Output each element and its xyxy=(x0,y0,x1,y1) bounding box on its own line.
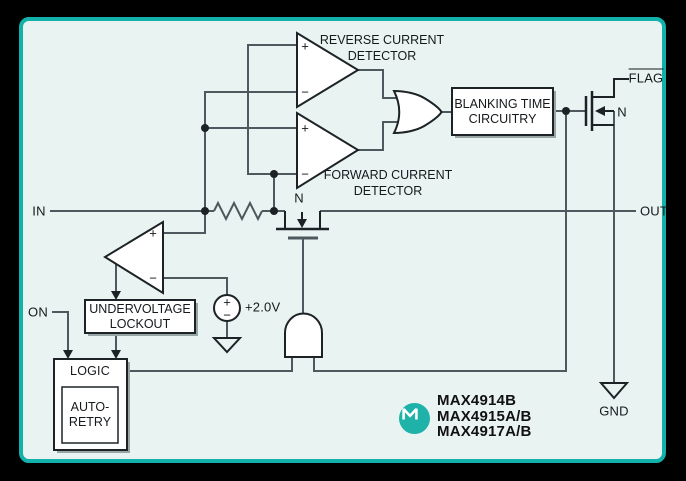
wire-right-sense-net xyxy=(247,44,297,175)
blanking-line1: BLANKING TIME xyxy=(454,96,551,111)
flag-mosfet xyxy=(584,78,629,131)
comp-to-uvlo-arrow xyxy=(111,291,121,300)
boxes xyxy=(53,87,554,451)
forward-detector-caption: FORWARD CURRENT DETECTOR xyxy=(318,168,458,199)
blanking-line2: CIRCUITRY xyxy=(468,111,537,126)
wire-forward-out xyxy=(358,121,400,151)
on-terminal-label: ON xyxy=(28,304,48,320)
vref-source xyxy=(213,294,241,322)
vref-value-label: +2.0V xyxy=(245,299,281,315)
gnd-label: GND xyxy=(599,403,629,419)
reverse-plus-sign: + xyxy=(301,38,309,54)
junction-dot xyxy=(201,207,209,215)
uvlo-line1: UNDERVOLTAGE xyxy=(89,301,191,316)
part-number-3: MAX4917A/B xyxy=(437,423,532,440)
uvlo-plus-sign: + xyxy=(149,225,157,241)
wire-left-sense-net xyxy=(163,91,297,234)
reverse-detector-line1: REVERSE CURRENT xyxy=(319,33,445,47)
in-terminal-label: IN xyxy=(32,203,46,219)
wire-logic-to-and xyxy=(127,357,293,372)
pass-fet-body-arrow xyxy=(297,219,307,228)
junction-dot xyxy=(270,170,278,178)
forward-detector-line2: DETECTOR xyxy=(353,183,423,198)
junctions xyxy=(201,107,570,215)
part-number-1: MAX4914B xyxy=(437,392,517,409)
wire-reverse-out xyxy=(358,69,400,99)
wire-uvlo-minus xyxy=(163,277,228,296)
out-terminal-label: OUT xyxy=(639,203,669,219)
flag-fet-drain xyxy=(592,78,629,98)
arrowheads xyxy=(63,291,121,359)
gnd-symbol xyxy=(598,382,630,400)
reverse-detector-caption: REVERSE CURRENT DETECTOR xyxy=(312,33,452,64)
part-number-2: MAX4915A/B xyxy=(437,407,532,425)
vref-plus-sign: + xyxy=(223,294,231,310)
pass-mosfet xyxy=(276,211,329,240)
and-gate xyxy=(284,312,323,358)
maxim-logo xyxy=(399,403,430,434)
auto-retry-box xyxy=(61,386,119,444)
wire-on xyxy=(52,311,69,351)
uvlo-box-text: UNDERVOLTAGE LOCKOUT xyxy=(85,300,195,333)
auto-retry-line2: RETRY xyxy=(68,415,112,429)
forward-detector-line1: FORWARD CURRENT xyxy=(323,168,453,182)
maxim-logo-m-icon xyxy=(402,408,418,420)
junction-dot xyxy=(270,207,278,215)
forward-plus-sign: + xyxy=(301,120,309,136)
forward-comparator xyxy=(296,111,360,190)
vref-minus-sign: − xyxy=(223,307,231,323)
pass-fet-n-label: N xyxy=(294,190,304,206)
vref-ground-symbol xyxy=(211,337,243,354)
flag-fet-body-arrow xyxy=(595,106,605,116)
reverse-comparator xyxy=(296,31,360,109)
auto-retry-line1: AUTO- xyxy=(70,400,110,414)
logic-box-title: LOGIC xyxy=(70,364,110,378)
forward-minus-sign: − xyxy=(301,166,309,182)
uvlo-box xyxy=(84,299,196,334)
reverse-minus-sign: − xyxy=(301,84,309,100)
uvlo-comparator xyxy=(103,220,164,295)
uvlo-line2: LOCKOUT xyxy=(109,316,171,331)
junction-dot xyxy=(562,107,570,115)
grounds xyxy=(211,337,630,400)
reverse-detector-line2: DETECTOR xyxy=(347,48,417,63)
junction-dot xyxy=(201,124,209,132)
blanking-box xyxy=(451,87,554,136)
sense-resistor xyxy=(213,200,263,222)
flag-fet-n-label: N xyxy=(617,104,627,120)
part-numbers: MAX4914B MAX4915A/B MAX4917A/B xyxy=(437,393,532,440)
comparators xyxy=(103,31,443,358)
uvlo-to-logic-arrow xyxy=(111,350,121,359)
or-gate xyxy=(392,89,443,135)
wire-blanking-to-and xyxy=(313,111,567,372)
on-arrow xyxy=(63,350,73,359)
auto-retry-text: AUTO- RETRY xyxy=(62,387,118,443)
flag-terminal-label: FLAG xyxy=(628,68,664,86)
blanking-box-text: BLANKING TIME CIRCUITRY xyxy=(452,88,553,135)
uvlo-minus-sign: − xyxy=(149,270,157,286)
